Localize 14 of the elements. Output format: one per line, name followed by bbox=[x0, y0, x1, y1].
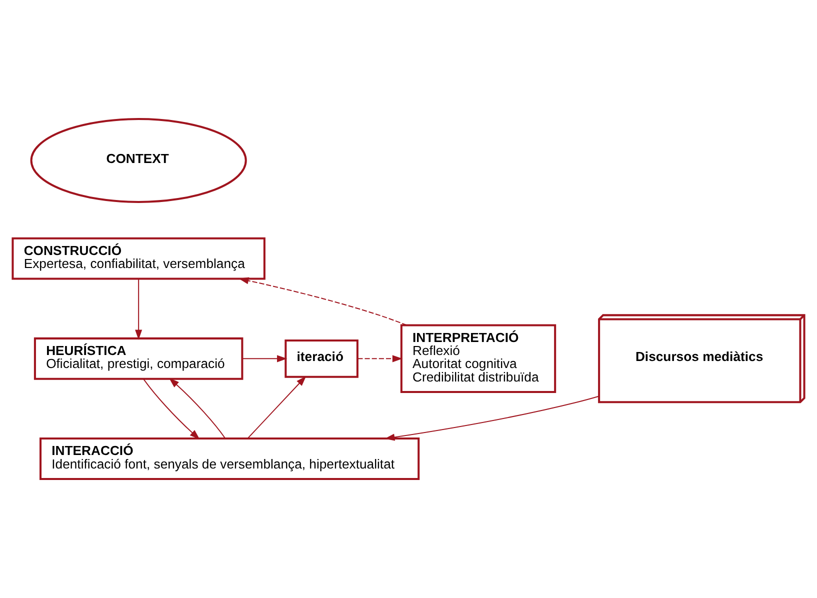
arrow bbox=[135, 278, 142, 340]
arrow bbox=[169, 378, 226, 439]
arrow bbox=[242, 355, 288, 362]
arrow bbox=[247, 376, 306, 439]
arrow bbox=[358, 355, 403, 362]
node-box: INTERPRETACIÓ Reflexió Autoritat cognitiva Credibilitat distribuïda bbox=[400, 324, 556, 394]
node-box: INTERACCIÓ Identificació font, senyals de versemblança, hipertextualitat bbox=[40, 438, 420, 480]
node-ellipse: CONTEXT bbox=[30, 118, 247, 203]
arrow bbox=[143, 378, 200, 440]
node-box: HEURÍSTICA Oficialitat, prestigi, comparació bbox=[34, 337, 244, 380]
node-box: CONSTRUCCIÓ Expertesa, confiabilitat, versemblança bbox=[12, 237, 266, 280]
arrow bbox=[238, 277, 408, 326]
arrow bbox=[384, 396, 600, 441]
node-box: iteració bbox=[284, 339, 358, 378]
